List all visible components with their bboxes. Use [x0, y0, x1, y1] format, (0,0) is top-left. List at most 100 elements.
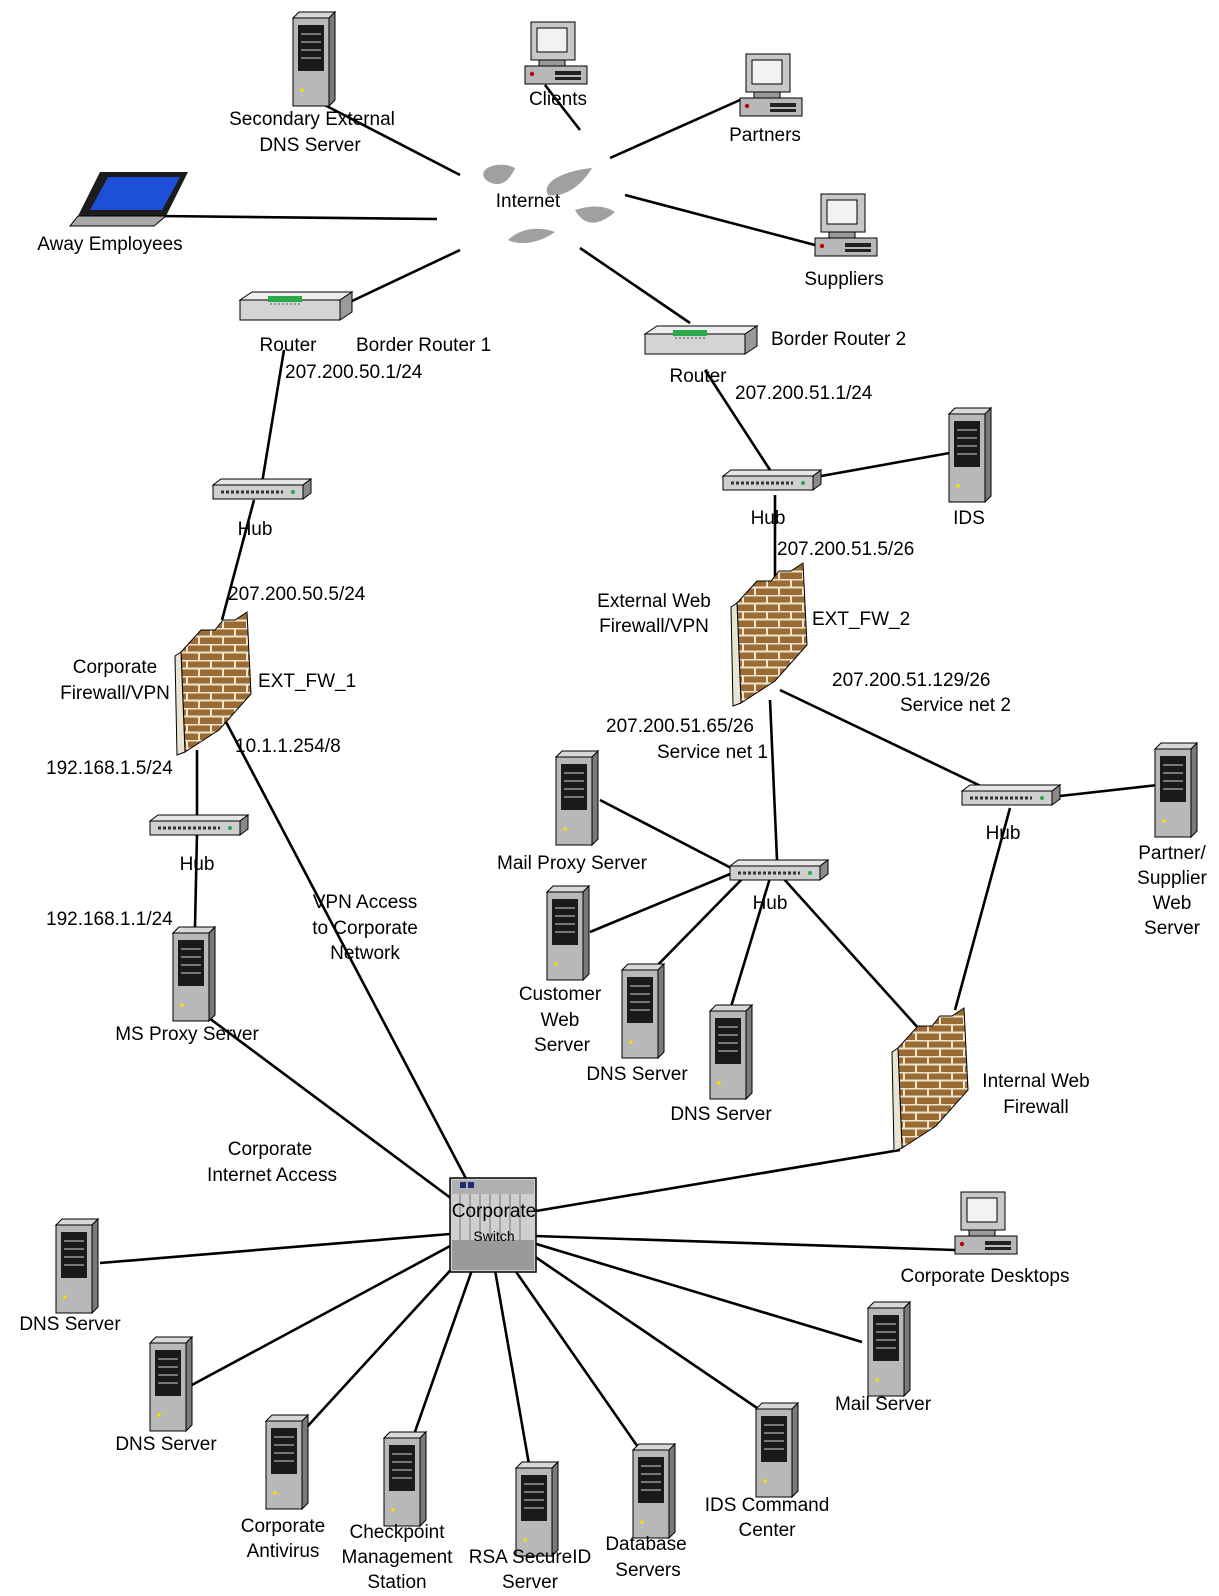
mail-server-label: Mail Server — [835, 1394, 932, 1415]
partner-web-server-label-line4: Server — [1144, 918, 1201, 939]
partner-web-server-label-line2: Supplier — [1137, 868, 1207, 889]
link-switch-checkpoint — [403, 1269, 474, 1461]
link-router2-hub — [703, 369, 772, 471]
ip-label: 207.200.51.1/24 — [735, 383, 873, 404]
desktop-computer-icon — [524, 21, 588, 85]
ids-label: IDS — [953, 508, 985, 529]
rsa-secureid-label-line1: RSA SecureID — [469, 1547, 592, 1568]
link-switch-rsa — [493, 1269, 532, 1471]
link-clients-internet — [543, 84, 582, 131]
firewall-icon — [174, 611, 252, 756]
corporate-internet-access-label-line2: Internet Access — [207, 1165, 337, 1186]
desktop-computer-icon — [739, 53, 803, 117]
hub-label: Hub — [986, 823, 1021, 844]
server-icon — [171, 925, 217, 1023]
server-icon — [631, 1442, 677, 1540]
service-net-2-label: Service net 2 — [900, 695, 1011, 716]
link-hub-ids — [809, 450, 956, 480]
hub-label: Hub — [180, 854, 215, 875]
server-icon — [264, 1413, 310, 1511]
link-ms-proxy-switch — [204, 1013, 461, 1207]
partner-web-server-label-line3: Web — [1153, 893, 1192, 914]
dns-server-label: DNS Server — [19, 1314, 121, 1335]
firewall-icon — [891, 1007, 969, 1152]
dns-server-label: DNS Server — [670, 1104, 772, 1125]
link-ext-firewall-service-hub-2 — [779, 688, 986, 790]
link-hub-internal-web-firewall — [953, 807, 1012, 1011]
border-router-2-label: Border Router 2 — [771, 329, 906, 350]
server-icon — [148, 1335, 194, 1433]
switch-icon — [449, 1177, 537, 1273]
database-servers-label-line1: Database — [605, 1534, 686, 1555]
desktop-computer-icon — [954, 1191, 1018, 1255]
dns-server-label: DNS Server — [586, 1064, 688, 1085]
hub-icon — [148, 814, 250, 836]
border-router-1-label: Border Router 1 — [356, 335, 491, 356]
link-switch-ids-command — [527, 1250, 761, 1412]
link-vpn-access-switch — [223, 719, 474, 1191]
server-icon — [545, 884, 591, 982]
ip-label: 207.200.51.5/26 — [777, 539, 914, 560]
secondary-dns-label-line2: DNS Server — [259, 135, 361, 156]
hub-icon — [728, 859, 830, 881]
corporate-switch-label-line1: Corporate — [452, 1201, 537, 1222]
ext-fw-1-label: EXT_FW_1 — [258, 671, 356, 692]
customer-web-server-label-line2: Web — [541, 1010, 580, 1031]
link-hub-corp-firewall — [220, 499, 256, 621]
link-hub-partner-web — [1059, 783, 1159, 798]
ip-label: 207.200.50.5/24 — [228, 584, 366, 605]
link-hub-dns-b — [728, 877, 772, 1011]
server-icon — [754, 1401, 800, 1499]
corporate-internet-access-label-line1: Corporate — [228, 1139, 313, 1160]
checkpoint-station-label-line2: Management — [342, 1547, 454, 1568]
router-1-label: Router — [259, 335, 317, 356]
desktop-computer-icon — [814, 193, 878, 257]
ip-label: 192.168.1.1/24 — [46, 909, 173, 930]
vpn-access-label-line2: to Corporate — [312, 918, 418, 939]
customer-web-server-label-line1: Customer — [519, 984, 602, 1005]
firewall-icon — [730, 562, 808, 707]
ip-label: 207.200.51.129/26 — [832, 670, 991, 691]
hub-icon — [211, 478, 313, 500]
link-hub-dns-a — [644, 875, 746, 979]
ms-proxy-server-label: MS Proxy Server — [115, 1024, 259, 1045]
hub-label: Hub — [753, 893, 788, 914]
link-router1-internet — [349, 248, 461, 304]
mail-proxy-label: Mail Proxy Server — [497, 853, 648, 874]
server-icon — [866, 1300, 912, 1398]
external-web-firewall-label-line2: Firewall/VPN — [599, 616, 709, 637]
partners-label: Partners — [729, 125, 801, 146]
link-switch-dns-b — [189, 1243, 453, 1388]
dns-server-label: DNS Server — [115, 1434, 217, 1455]
server-icon — [291, 10, 337, 108]
server-icon — [54, 1217, 100, 1315]
corporate-desktops-label: Corporate Desktops — [901, 1266, 1070, 1287]
external-web-firewall-label-line1: External Web — [597, 591, 711, 612]
partner-web-server-label-line1: Partner/ — [1138, 843, 1206, 864]
link-router1-hub — [260, 349, 286, 484]
ip-label: 10.1.1.254/8 — [235, 736, 341, 757]
link-switch-corp-desktops — [534, 1234, 956, 1252]
server-icon — [620, 962, 666, 1060]
server-icon — [514, 1460, 560, 1558]
vpn-access-label-line1: VPN Access — [313, 892, 418, 913]
customer-web-server-label-line3: Server — [534, 1035, 591, 1056]
internal-web-firewall-label-line1: Internal Web — [982, 1071, 1089, 1092]
server-icon — [1153, 741, 1199, 839]
service-net-1-label: Service net 1 — [657, 742, 768, 763]
secondary-dns-label-line1: Secondary External — [229, 109, 395, 130]
internet-cloud-icon — [483, 164, 615, 244]
ext-fw-2-label: EXT_FW_2 — [812, 609, 910, 630]
suppliers-label: Suppliers — [804, 269, 883, 290]
connection-lines — [99, 84, 1159, 1471]
link-hub-internal-firewall-direct — [782, 877, 921, 1031]
corporate-firewall-label-line1: Corporate — [73, 657, 158, 678]
link-secondary-dns-internet — [314, 98, 461, 177]
link-switch-antivirus — [294, 1261, 459, 1441]
rsa-secureid-label-line2: Server — [502, 1572, 559, 1593]
link-switch-database — [510, 1265, 642, 1451]
away-employees-label: Away Employees — [37, 234, 182, 255]
server-icon — [708, 1003, 754, 1101]
internal-web-firewall-label-line2: Firewall — [1003, 1097, 1068, 1118]
